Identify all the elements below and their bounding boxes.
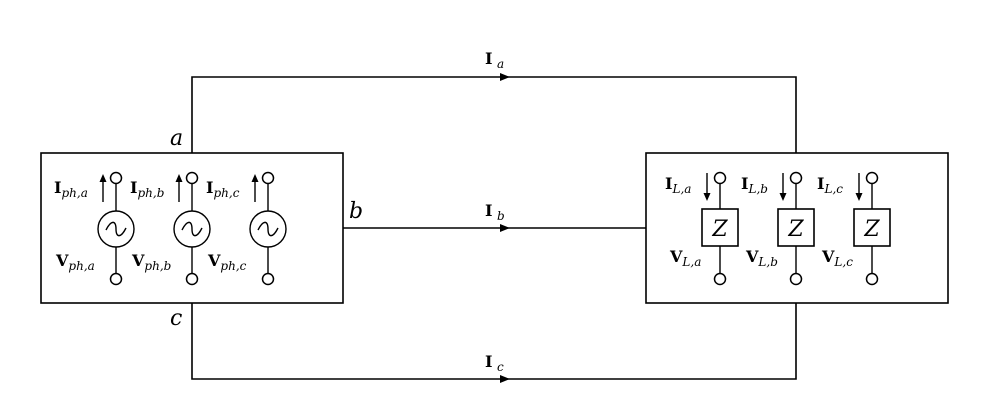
source-voltage-label: Vph,c bbox=[207, 251, 247, 273]
load-current-label: IL,c bbox=[817, 174, 843, 196]
arrow-down-icon bbox=[855, 193, 863, 201]
source-top-terminal bbox=[109, 171, 123, 185]
load-voltage-label: VL,a bbox=[669, 247, 701, 269]
arrow-down-icon bbox=[703, 193, 711, 201]
load-bottom-terminal bbox=[713, 272, 727, 286]
arrow-up-icon bbox=[175, 174, 183, 182]
impedance-label: Z bbox=[863, 217, 880, 242]
load-phase-1: Z IL,aVL,a bbox=[665, 171, 739, 286]
impedance-label: Z bbox=[711, 217, 728, 242]
load-top-terminal bbox=[865, 171, 879, 185]
sine-wave-icon bbox=[105, 221, 127, 237]
arrow-down-icon bbox=[779, 193, 787, 201]
load-phases: Z IL,aVL,a Z IL,bVL,b Z IL,cVL,c bbox=[665, 171, 891, 286]
load-bottom-terminal bbox=[865, 272, 879, 286]
source-current-label: Iph,c bbox=[206, 178, 240, 200]
source-bottom-terminal bbox=[185, 272, 199, 286]
source-bottom-terminal bbox=[109, 272, 123, 286]
load-voltage-label: VL,c bbox=[821, 247, 853, 269]
node-label-b: b bbox=[349, 199, 363, 224]
line-current-label-a: I a bbox=[485, 49, 504, 71]
load-current-label: IL,b bbox=[741, 174, 768, 196]
source-voltage-label: Vph,b bbox=[131, 251, 171, 273]
svg-text:I: I bbox=[485, 201, 492, 220]
wire-a bbox=[191, 76, 797, 153]
arrow-b-icon bbox=[500, 224, 510, 232]
source-bottom-terminal bbox=[261, 272, 275, 286]
node-label-c: c bbox=[170, 306, 182, 331]
arrow-c-icon bbox=[500, 375, 510, 383]
source-current-label: Iph,a bbox=[54, 178, 88, 200]
load-voltage-label: VL,b bbox=[745, 247, 778, 269]
source-top-terminal bbox=[261, 171, 275, 185]
line-current-label-b: I b bbox=[485, 201, 505, 223]
load-current-label: IL,a bbox=[665, 174, 691, 196]
source-voltage-label: Vph,a bbox=[55, 251, 95, 273]
sine-wave-icon bbox=[181, 221, 203, 237]
load-phase-3: Z IL,cVL,c bbox=[817, 171, 891, 286]
impedance-box bbox=[701, 208, 739, 247]
source-current-label: Iph,b bbox=[130, 178, 164, 200]
load-top-terminal bbox=[713, 171, 727, 185]
node-label-a: a bbox=[170, 126, 183, 151]
sine-wave-icon bbox=[257, 221, 279, 237]
svg-text:a: a bbox=[497, 57, 504, 71]
svg-text:c: c bbox=[497, 360, 504, 374]
wire-c bbox=[191, 303, 797, 380]
svg-text:I: I bbox=[485, 352, 492, 371]
load-phase-2: Z IL,bVL,b bbox=[741, 171, 815, 286]
arrow-up-icon bbox=[251, 174, 259, 182]
load-bottom-terminal bbox=[789, 272, 803, 286]
impedance-label: Z bbox=[787, 217, 804, 242]
load-top-terminal bbox=[789, 171, 803, 185]
source-top-terminal bbox=[185, 171, 199, 185]
svg-text:I: I bbox=[485, 49, 492, 68]
svg-text:b: b bbox=[497, 209, 505, 223]
arrow-a-icon bbox=[500, 73, 510, 81]
arrow-up-icon bbox=[99, 174, 107, 182]
line-current-label-c: I c bbox=[485, 352, 504, 374]
